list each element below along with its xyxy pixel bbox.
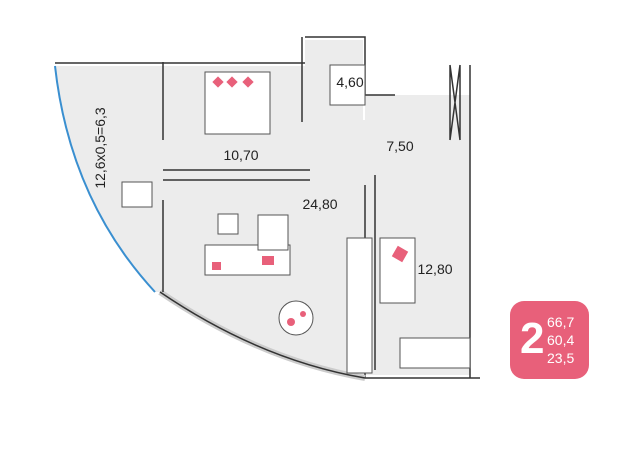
- desk: [399, 337, 471, 369]
- furniture: [121, 64, 471, 374]
- room-area-bathroom: 4,60: [336, 74, 364, 90]
- room-area-bedroom-2: 12,80: [417, 261, 453, 277]
- balcony-floor: [55, 66, 165, 292]
- balcony-area: 12,6х0,5=6,3: [92, 107, 108, 189]
- kitchen-area: 23,5: [547, 350, 575, 366]
- accent-pillows: [212, 76, 409, 326]
- dining-table: [278, 300, 314, 336]
- total-area: 66,7: [547, 314, 575, 330]
- walls: [55, 36, 480, 381]
- balcony-glazing: [54, 65, 156, 293]
- room-area-hallway: 7,50: [386, 138, 414, 154]
- living-area: 60,4: [547, 332, 575, 348]
- room-area-bedroom: 10,70: [223, 147, 259, 163]
- room-area-living-kitchen: 24,80: [302, 196, 338, 212]
- table: [217, 213, 239, 235]
- kitchen-counter: [346, 237, 373, 374]
- apartment-badge: 2 66,7 60,4 23,5: [510, 301, 589, 379]
- armchair: [121, 181, 153, 208]
- bathtub: [329, 64, 366, 106]
- room-count: 2: [520, 314, 545, 363]
